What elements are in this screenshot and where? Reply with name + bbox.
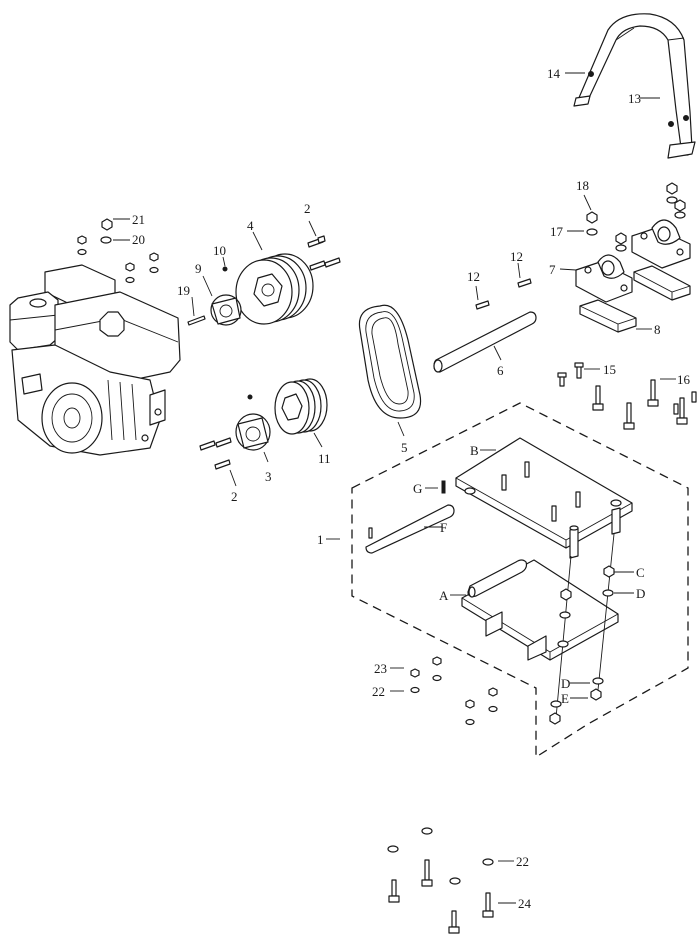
- callout-17: 17: [550, 224, 564, 239]
- engine-nuts: [77, 218, 159, 284]
- callout-g: G: [413, 481, 422, 496]
- assembly-1-outline: [351, 402, 689, 759]
- callout-d-bottom: D: [561, 676, 570, 691]
- callout-1: 1: [317, 532, 324, 547]
- v-belt-5: [358, 304, 422, 419]
- callout-10: 10: [213, 243, 226, 258]
- callout-22-middle: 22: [372, 684, 385, 699]
- callout-15: 15: [603, 362, 616, 377]
- callout-21: 21: [132, 212, 145, 227]
- callout-18: 18: [576, 178, 589, 193]
- callout-8: 8: [654, 322, 661, 337]
- bushing-9: [210, 266, 242, 326]
- callout-11: 11: [318, 451, 331, 466]
- pulley-4: [235, 253, 314, 325]
- bushing-bolts: [187, 235, 341, 470]
- mount-bolts-bottom: [387, 827, 494, 934]
- callout-7: 7: [549, 262, 556, 277]
- callout-22-bottom: 22: [516, 854, 529, 869]
- bearing-bolts: [557, 362, 697, 430]
- pin-g: [441, 480, 446, 494]
- callout-f: F: [440, 520, 447, 535]
- callout-9: 9: [195, 261, 202, 276]
- pulley-11: [274, 378, 328, 435]
- leader-lines: [113, 72, 676, 904]
- callout-5: 5: [401, 440, 408, 455]
- callout-labels: 21 20 4 2 10 9 19 3 2 11 5 12 12 6 14 13…: [132, 66, 691, 911]
- callout-a: A: [439, 588, 449, 603]
- callout-16: 16: [677, 372, 691, 387]
- callout-c: C: [636, 565, 645, 580]
- plate-b: [455, 437, 633, 559]
- mount-nuts-middle: [410, 656, 498, 726]
- spacer-plates-8: [579, 265, 691, 333]
- bearing-left: [575, 254, 633, 303]
- callout-2-top: 2: [304, 201, 311, 216]
- callout-12-right: 12: [510, 249, 523, 264]
- plate-a: [461, 559, 619, 661]
- callout-b: B: [470, 443, 479, 458]
- callout-2-bottom: 2: [231, 489, 238, 504]
- bearing-nuts: [586, 182, 686, 252]
- callout-6: 6: [497, 363, 504, 378]
- bushing-3: [235, 394, 271, 451]
- engine: [9, 264, 181, 456]
- shaft-6: [433, 278, 537, 373]
- callout-14: 14: [547, 66, 561, 81]
- callout-23: 23: [374, 661, 387, 676]
- callout-12-left: 12: [467, 269, 480, 284]
- bearing-right: [631, 219, 691, 269]
- callout-4: 4: [247, 218, 254, 233]
- assembly-hardware: [549, 533, 615, 725]
- belt-guard: [573, 13, 696, 159]
- callout-d-top: D: [636, 586, 645, 601]
- callout-13: 13: [628, 91, 641, 106]
- callout-19: 19: [177, 283, 190, 298]
- callout-e: E: [561, 691, 569, 706]
- callout-24: 24: [518, 896, 532, 911]
- callout-20: 20: [132, 232, 145, 247]
- rod-f: [365, 504, 455, 554]
- callout-3: 3: [265, 469, 272, 484]
